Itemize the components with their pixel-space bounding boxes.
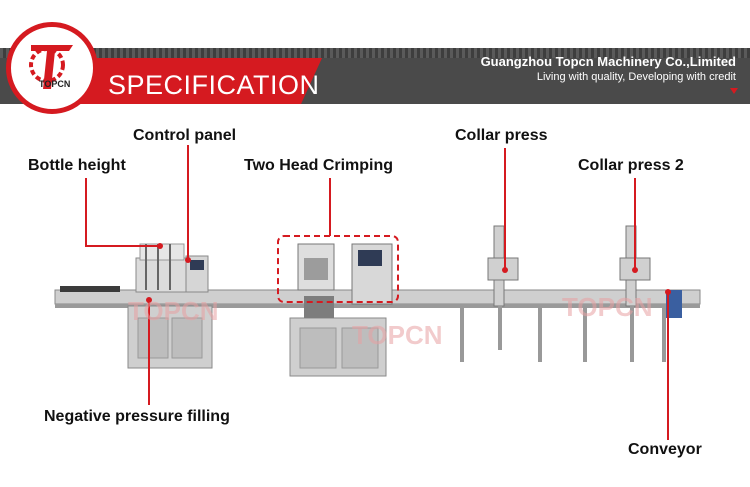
- company-slogan: Living with quality, Developing with cre…: [536, 71, 736, 83]
- watermark-2: TOPCN: [352, 320, 443, 350]
- company-name: Guangzhou Topcn Machinery Co.,Limited: [480, 54, 736, 69]
- watermark-3: TOPCN: [562, 292, 653, 322]
- conveyor-rail-shadow: [55, 304, 700, 308]
- section-title-tab: [60, 58, 322, 104]
- label-bottle-height: Bottle height: [28, 157, 126, 174]
- bottle-height-line: [85, 178, 160, 247]
- label-collar-press: Collar press: [455, 127, 548, 144]
- triangle-icon: [730, 88, 738, 94]
- label-collar-press-2: Collar press 2: [578, 157, 684, 174]
- label-negative-pressure-filling: Negative pressure filling: [44, 408, 230, 425]
- label-two-head-crimping: Two Head Crimping: [244, 157, 394, 174]
- callout-lines: [85, 145, 669, 440]
- label-control-panel: Control panel: [133, 127, 237, 144]
- gear-icon: [29, 45, 73, 89]
- label-conveyor: Conveyor: [628, 441, 702, 458]
- filling-machine: [127, 243, 213, 369]
- collar-press-machine: [460, 225, 587, 362]
- crimping-highlight: [277, 235, 399, 303]
- watermark-1: TOPCN: [128, 296, 219, 326]
- callout-dots: [146, 243, 671, 303]
- section-title: SPECIFICATION: [108, 70, 320, 100]
- crimping-machine: [289, 243, 393, 377]
- bottle-row: [60, 286, 120, 292]
- topcn-logo: [6, 22, 98, 114]
- logo-text: TOPCN: [39, 79, 71, 89]
